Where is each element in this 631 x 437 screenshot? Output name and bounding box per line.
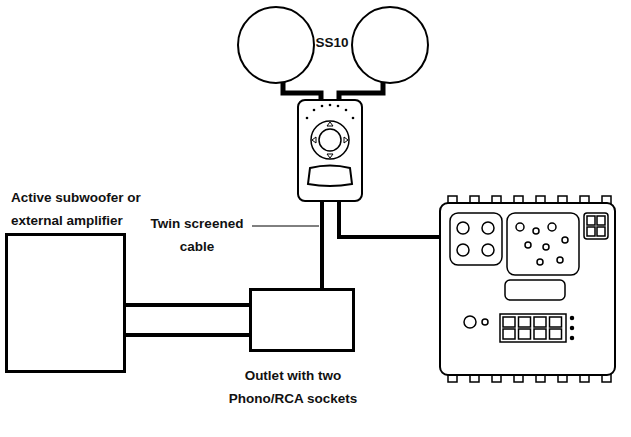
control-unit bbox=[298, 100, 362, 201]
twin-cable bbox=[126, 305, 249, 335]
leader-line bbox=[252, 226, 319, 227]
amplifier-unit bbox=[440, 196, 615, 382]
outlet-box: Outlet with two Phono/RCA sockets bbox=[249, 288, 355, 352]
cable-label: Twin screened cable bbox=[145, 212, 249, 258]
node-heading: Outlet with two Phono/RCA sockets bbox=[218, 364, 368, 410]
subwoofer-box: Active subwoofer or external amplifier bbox=[5, 233, 126, 373]
speaker bbox=[238, 7, 428, 83]
product-label: SS10 bbox=[292, 31, 372, 54]
speaker-wire bbox=[283, 82, 383, 101]
